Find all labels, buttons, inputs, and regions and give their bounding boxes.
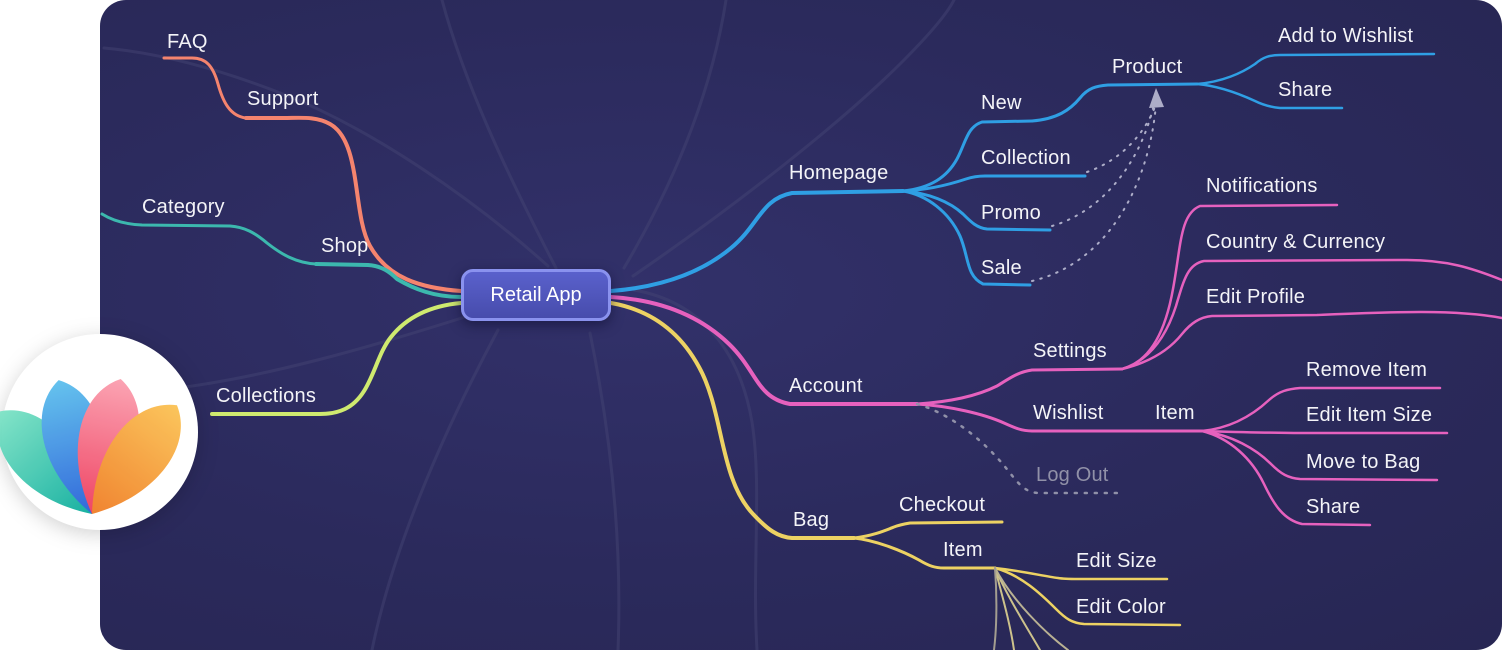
node-edit-color[interactable]: Edit Color [1076,596,1166,618]
node-edit-item-size[interactable]: Edit Item Size [1306,404,1433,426]
branch-line-share-item [1200,429,1372,527]
branch-line-product [1030,82,1199,123]
node-wishlist[interactable]: Wishlist [1033,402,1104,424]
branch-line-share-product [1195,82,1344,110]
node-checkout[interactable]: Checkout [899,494,986,516]
branch-line-category [100,212,318,266]
crosslinks-to-product [1031,103,1157,282]
branch-line-country-currency [1120,258,1502,371]
node-add-to-wishlist[interactable]: Add to Wishlist [1278,25,1414,47]
branch-bag [609,301,1182,650]
node-bag[interactable]: Bag [793,509,830,531]
mindnode-logo [0,334,198,530]
node-move-to-bag[interactable]: Move to Bag [1306,451,1421,473]
background-curve [370,328,500,650]
branch-support [162,56,463,293]
crosslink-promo-product [1051,103,1155,227]
branch-line-offscreen [993,567,998,650]
node-sale[interactable]: Sale [981,257,1022,279]
node-remove-item[interactable]: Remove Item [1306,359,1428,381]
branch-line-support [244,115,463,293]
background-curve [632,288,759,650]
branch-shop [100,212,463,299]
node-notifications[interactable]: Notifications [1206,175,1318,197]
branch-line-sale [901,189,1032,287]
node-account[interactable]: Account [789,375,863,397]
node-shop[interactable]: Shop [321,235,369,257]
branch-line-edit-item-size [1200,429,1449,435]
branch-line-wishlist-item [915,402,1204,433]
node-category[interactable]: Category [142,196,225,218]
crosslink-sale-product [1031,103,1157,282]
branch-line-bag [609,301,856,540]
branch-line-edit-profile [1120,310,1502,371]
node-new[interactable]: New [981,92,1022,114]
background-curve [102,46,550,268]
node-homepage[interactable]: Homepage [789,162,889,184]
branch-line-shop [314,262,463,299]
node-collection[interactable]: Collection [981,147,1071,169]
node-promo[interactable]: Promo [981,202,1041,224]
background-curve [622,0,728,270]
node-item-bag[interactable]: Item [943,539,983,561]
branch-line-homepage [609,189,905,293]
background-curve [588,331,621,650]
crosslink-collection-product [1086,103,1157,173]
background-curves [102,0,956,650]
branch-line-move-to-bag [1200,429,1439,482]
branch-line-settings [915,367,1124,406]
background-curve [440,0,558,270]
node-support[interactable]: Support [247,88,319,110]
node-settings[interactable]: Settings [1033,340,1107,362]
root-node[interactable]: Retail App [461,269,611,321]
branch-line-edit-color [993,566,1182,627]
mindmap-canvas[interactable] [100,0,1502,650]
branch-collections [210,301,463,417]
node-share-item[interactable]: Share [1306,496,1361,518]
branch-line-collection [901,174,1087,193]
branch-line-offscreen [994,567,1069,650]
branch-line-checkout [852,520,1004,540]
background-curve [158,314,470,392]
branch-account [609,203,1502,527]
branch-line-new [901,119,1034,193]
node-item-wishlist[interactable]: Item [1155,402,1195,424]
node-share-product[interactable]: Share [1278,79,1333,101]
node-country-currency[interactable]: Country & Currency [1206,231,1386,253]
node-edit-profile[interactable]: Edit Profile [1206,286,1306,308]
link-logout [915,402,1122,495]
root-node-label: Retail App [490,283,582,306]
branch-line-remove-item [1200,386,1442,433]
branch-line-account [609,295,919,406]
crosslink-arrowhead-icon [1149,88,1164,108]
node-edit-size[interactable]: Edit Size [1076,550,1157,572]
node-collections[interactable]: Collections [216,385,317,407]
background-curve [631,0,956,278]
logo-leaves-icon [0,379,181,514]
branch-homepage [609,52,1436,293]
branch-line-item-bag [852,536,997,570]
branch-line-add-to-wishlist [1195,52,1436,86]
node-product[interactable]: Product [1112,56,1183,78]
branch-line-edit-size [993,566,1169,581]
link-line-logout [915,402,1122,495]
node-faq[interactable]: FAQ [167,31,208,53]
node-log-out[interactable]: Log Out [1036,464,1109,486]
branch-line-promo [901,189,1052,232]
branch-line-collections [210,301,463,417]
branch-line-offscreen [994,567,1015,650]
branch-line-faq [162,56,248,120]
